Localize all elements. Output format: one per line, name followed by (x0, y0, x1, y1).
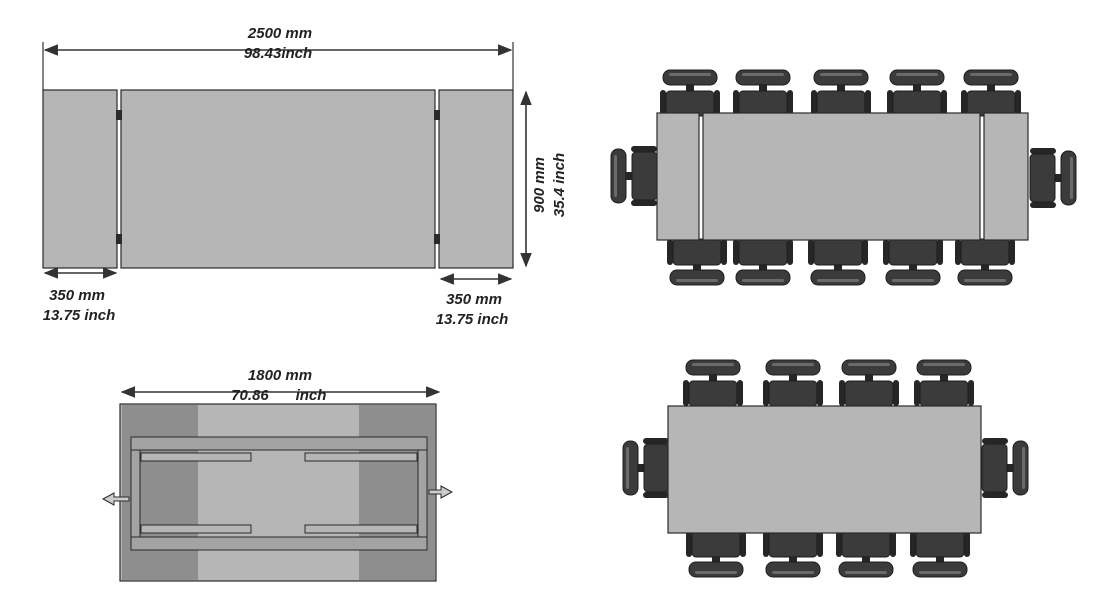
office-chair-icon (954, 238, 1016, 286)
office-chair-icon (913, 359, 975, 407)
width-inch-label: 98.43inch (244, 45, 312, 62)
frame-rail-bottom (130, 536, 428, 551)
extended-chairs-top (659, 69, 1022, 117)
compact-width-mm-label: 1800 mm (248, 367, 312, 384)
frame-rail-right (417, 449, 428, 538)
compact-width-inch-unit: inch (296, 387, 327, 404)
extended-seating-plan (610, 69, 1077, 286)
office-chair-icon (666, 238, 728, 286)
hinge (116, 234, 122, 244)
office-chair-icon (807, 238, 869, 286)
office-chair-icon (810, 69, 872, 117)
slide-bar (140, 524, 252, 534)
width-mm-label: 2500 mm (247, 25, 312, 42)
center-panel (120, 89, 436, 269)
left-leaf-mm-label: 350 mm (49, 287, 105, 304)
office-chair-icon (732, 238, 794, 286)
frame-rail-left (130, 449, 141, 538)
hinge (434, 110, 440, 120)
office-chair-icon (981, 437, 1029, 499)
office-chair-icon (835, 530, 897, 578)
hinge (116, 110, 122, 120)
slide-bar (304, 452, 418, 462)
right-leaf-mm-label: 350 mm (446, 291, 502, 308)
hinge (434, 234, 440, 244)
center-panel (702, 112, 981, 241)
slide-bar (140, 452, 252, 462)
outward-arrow-icon (101, 492, 130, 506)
compact-chairs-bottom (685, 530, 971, 578)
left-leaf-inch-label: 13.75 inch (43, 307, 116, 324)
depth-inch-label: 35.4 inch (551, 153, 568, 217)
right-leaf-panel (983, 112, 1029, 241)
office-chair-icon (838, 359, 900, 407)
office-chair-icon (882, 238, 944, 286)
right-leaf-inch-label: 13.75 inch (436, 311, 509, 328)
extended-table-plan: 2500 mm 98.43inch 900 mm 35.4 inch 350 m… (42, 25, 568, 328)
depth-mm-label: 900 mm (531, 157, 548, 213)
office-chair-icon (886, 69, 948, 117)
compact-width-inch-value: 70.86 (231, 387, 269, 404)
office-chair-icon (610, 145, 658, 207)
compact-chairs-top (682, 359, 975, 407)
slide-bar (304, 524, 418, 534)
office-chair-icon (960, 69, 1022, 117)
office-chair-icon (685, 530, 747, 578)
left-leaf-panel (656, 112, 700, 241)
office-chair-icon (909, 530, 971, 578)
office-chair-icon (1029, 147, 1077, 209)
office-chair-icon (682, 359, 744, 407)
outward-arrow-icon (428, 485, 454, 499)
right-leaf-panel (438, 89, 514, 269)
left-leaf-panel (42, 89, 118, 269)
compact-table-plan: 1800 mm 70.86 inch (101, 367, 454, 582)
office-chair-icon (762, 359, 824, 407)
office-chair-icon (762, 530, 824, 578)
compact-tabletop (667, 405, 982, 534)
compact-seating-plan (622, 359, 1029, 578)
office-chair-icon (732, 69, 794, 117)
office-chair-icon (659, 69, 721, 117)
extended-chairs-bottom (666, 238, 1016, 286)
frame-rail-top (130, 436, 428, 451)
office-chair-icon (622, 437, 670, 499)
